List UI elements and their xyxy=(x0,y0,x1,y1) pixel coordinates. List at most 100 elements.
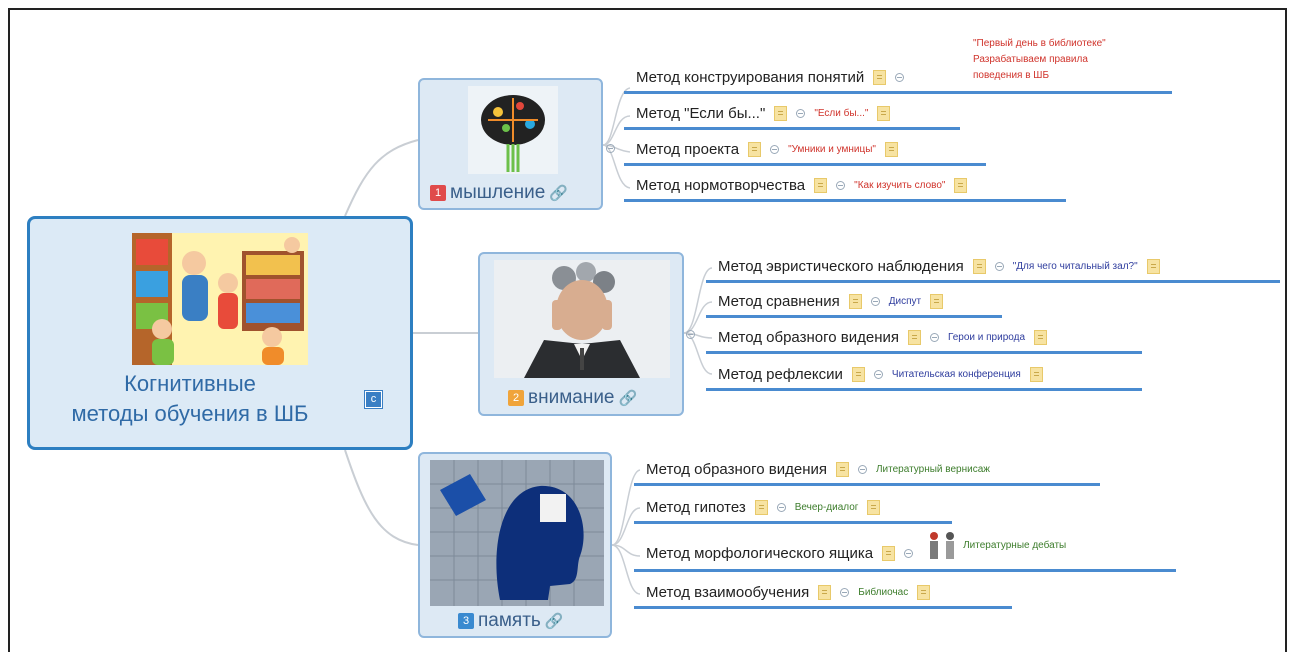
method-note-multiline: "Первый день в библиотеке" Разрабатываем… xyxy=(973,36,1106,84)
man-gears-image xyxy=(494,260,670,378)
category-title: мышление xyxy=(450,182,546,203)
link-chain-icon[interactable]: 🔗 xyxy=(618,390,638,407)
method-label: Метод проекта xyxy=(636,140,740,158)
collapse-toggle-icon[interactable] xyxy=(836,180,846,190)
method-label: Метод образного видения xyxy=(646,460,827,478)
note-icon[interactable] xyxy=(930,293,944,309)
branch-underline xyxy=(634,483,1100,486)
method-note: "Умники и умницы" xyxy=(788,143,876,155)
root-title: Когнитивные методы обучения в ШБ xyxy=(70,369,310,429)
people-icon xyxy=(922,530,962,560)
people-icon-graphic xyxy=(930,532,955,559)
method-item[interactable]: Метод образного видения Герои и природа xyxy=(714,324,1048,350)
method-item[interactable]: Метод образного видения Литературный вер… xyxy=(642,456,990,482)
children-library-image xyxy=(132,233,308,365)
method-item[interactable]: Метод конструирования понятий xyxy=(632,64,905,90)
method-item[interactable]: Метод гипотез Вечер-диалог xyxy=(642,494,881,520)
root-node[interactable]: Когнитивные методы обучения в ШБ c xyxy=(27,216,413,450)
method-item[interactable]: Метод эвристического наблюдения "Для чег… xyxy=(714,253,1160,279)
note-icon[interactable] xyxy=(873,69,887,85)
method-item[interactable]: Метод "Если бы..." "Если бы..." xyxy=(632,100,891,126)
category-node-attention[interactable]: 2 внимание 🔗 xyxy=(478,252,695,416)
method-item[interactable]: Метод взаимообучения Библиочас xyxy=(642,579,931,605)
note-icon[interactable] xyxy=(835,461,849,477)
note-icon[interactable] xyxy=(1029,366,1043,382)
collapse-toggle-icon[interactable] xyxy=(776,502,786,512)
diagram-frame xyxy=(8,8,1287,652)
note-icon[interactable] xyxy=(877,105,891,121)
method-label: Метод образного видения xyxy=(718,328,899,346)
note-icon[interactable] xyxy=(867,499,881,515)
note-icon[interactable] xyxy=(774,105,788,121)
note-icon[interactable] xyxy=(818,584,832,600)
collapse-toggle-icon[interactable] xyxy=(686,330,695,339)
collapse-toggle-icon[interactable] xyxy=(840,587,850,597)
root-badge-icon: c xyxy=(365,391,382,408)
category-number-badge: 3 xyxy=(458,613,474,629)
category-node-memory[interactable]: 3 память 🔗 xyxy=(418,452,612,638)
category-label-attention: 2 внимание 🔗 xyxy=(508,387,637,409)
method-label: Метод рефлексии xyxy=(718,365,843,383)
branch-underline xyxy=(634,521,952,524)
method-item[interactable]: Метод рефлексии Читательская конференция xyxy=(714,361,1043,387)
note-line: поведения в ШБ xyxy=(973,70,1050,81)
branch-underline xyxy=(706,280,1280,283)
note-icon[interactable] xyxy=(917,584,931,600)
method-label: Метод конструирования понятий xyxy=(636,68,865,86)
category-title: внимание xyxy=(528,387,615,408)
branch-underline xyxy=(634,606,1012,609)
note-line: "Первый день в библиотеке" xyxy=(973,38,1106,49)
method-label: Метод взаимообучения xyxy=(646,583,810,601)
note-line: Разрабатываем правила xyxy=(973,54,1088,65)
method-label: Метод сравнения xyxy=(718,292,840,310)
method-label: Метод нормотворчества xyxy=(636,176,806,194)
note-icon[interactable] xyxy=(814,177,828,193)
category-label-memory: 3 память 🔗 xyxy=(458,610,564,632)
note-icon[interactable] xyxy=(884,141,898,157)
note-icon[interactable] xyxy=(748,141,762,157)
method-item[interactable]: Метод проекта "Умники и умницы" xyxy=(632,136,898,162)
note-icon[interactable] xyxy=(851,366,865,382)
method-item[interactable]: Метод нормотворчества "Как изучить слово… xyxy=(632,172,968,198)
puzzle-head-image xyxy=(430,460,604,606)
collapse-toggle-icon[interactable] xyxy=(606,144,615,153)
method-note: "Для чего читальный зал?" xyxy=(1012,260,1138,272)
brain-illustration xyxy=(468,86,558,174)
collapse-toggle-icon[interactable] xyxy=(929,332,939,342)
method-item[interactable]: Метод морфологического ящика Литературны… xyxy=(642,532,1066,566)
root-title-line2: методы обучения в ШБ xyxy=(71,401,309,426)
collapse-toggle-icon[interactable] xyxy=(870,296,880,306)
note-icon[interactable] xyxy=(972,258,986,274)
note-icon[interactable] xyxy=(754,499,768,515)
collapse-toggle-icon[interactable] xyxy=(873,369,883,379)
collapse-toggle-icon[interactable] xyxy=(895,72,905,82)
method-note: Читательская конференция xyxy=(891,368,1021,380)
method-label: Метод эвристического наблюдения xyxy=(718,257,964,275)
collapse-toggle-icon[interactable] xyxy=(994,261,1004,271)
collapse-toggle-icon[interactable] xyxy=(857,464,867,474)
link-chain-icon[interactable]: 🔗 xyxy=(544,613,564,630)
note-icon[interactable] xyxy=(1034,329,1048,345)
method-note: Библиочас xyxy=(858,586,909,598)
link-chain-icon[interactable]: 🔗 xyxy=(549,185,568,202)
collapse-toggle-icon[interactable] xyxy=(796,108,806,118)
collapse-toggle-icon[interactable] xyxy=(904,548,914,558)
note-icon[interactable] xyxy=(1146,258,1160,274)
note-icon[interactable] xyxy=(848,293,862,309)
category-node-thinking[interactable]: 1 мышление 🔗 xyxy=(418,78,615,210)
note-icon[interactable] xyxy=(907,329,921,345)
method-label: Метод морфологического ящика xyxy=(646,544,874,562)
method-label: Метод "Если бы..." xyxy=(636,104,766,122)
branch-underline xyxy=(624,127,960,130)
note-icon[interactable] xyxy=(882,545,896,561)
branch-underline xyxy=(624,163,986,166)
brain-image xyxy=(468,86,558,174)
note-icon[interactable] xyxy=(954,177,968,193)
method-item[interactable]: Метод сравнения Диспут xyxy=(714,288,944,314)
category-number-badge: 1 xyxy=(430,185,446,201)
method-note: Диспут xyxy=(888,295,922,307)
collapse-toggle-icon[interactable] xyxy=(770,144,780,154)
branch-underline xyxy=(706,388,1142,391)
method-label: Метод гипотез xyxy=(646,498,746,516)
branch-underline xyxy=(706,315,1002,318)
